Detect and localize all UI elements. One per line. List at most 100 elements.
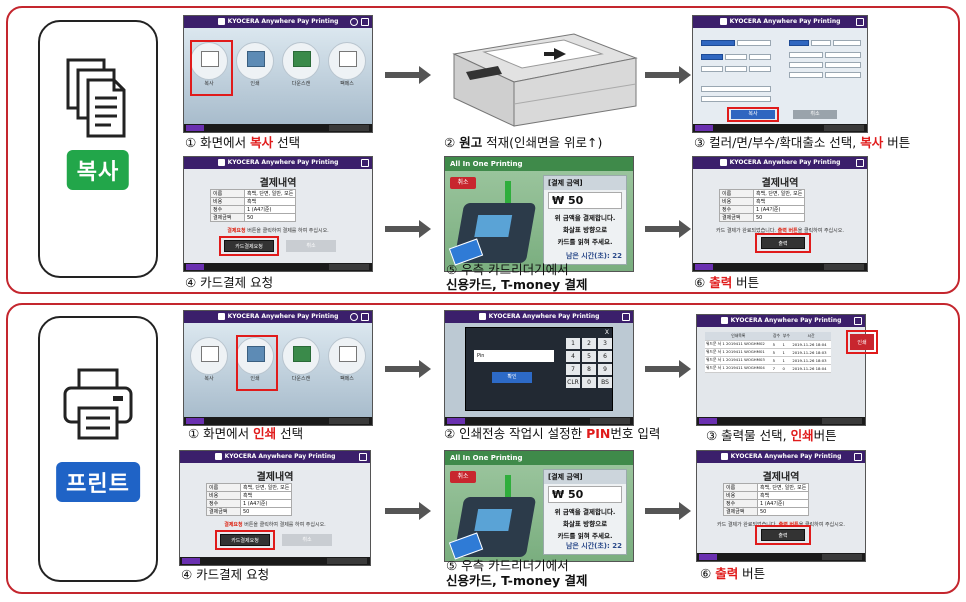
zoom-option[interactable] <box>789 62 823 68</box>
zoom-option[interactable] <box>789 40 809 46</box>
copy-step4-caption: ④ 카드결제 요청 <box>185 275 274 290</box>
app-scan-button[interactable]: 다운스캔 <box>282 337 320 382</box>
card-payment-request-button[interactable]: 카드결제요청 <box>224 240 274 252</box>
highlight-pay-button <box>215 530 275 550</box>
home-icon[interactable] <box>359 453 367 461</box>
payment-cancel-button[interactable]: 취소 <box>450 177 476 189</box>
app-print-button[interactable]: 인쇄 <box>236 337 274 382</box>
print-step3-caption: ③ 출력물 선택, 인쇄버튼 <box>706 428 837 443</box>
pin-key[interactable]: 6 <box>598 351 612 362</box>
receipt-cancel-button[interactable]: 취소 <box>286 240 336 252</box>
print-job-button[interactable]: 인쇄 <box>850 334 874 350</box>
payment-header: All In One Printing <box>445 451 633 465</box>
arrow-down-icon <box>505 181 511 205</box>
zoom-option[interactable] <box>825 62 861 68</box>
print-step2-screen: KYOCERA Anywhere Pay Printing Pin 확인 X 1… <box>444 310 634 426</box>
flow-arrow-icon <box>385 502 431 520</box>
copy-side-card: 복사 <box>38 20 158 278</box>
layout-option[interactable] <box>749 66 771 72</box>
home-icon[interactable] <box>854 317 862 325</box>
zoom-option[interactable] <box>825 72 861 78</box>
home-icon[interactable] <box>856 18 864 26</box>
zoom-option[interactable] <box>833 40 861 46</box>
layout-option[interactable] <box>725 66 747 72</box>
highlight-copy-button <box>727 107 779 122</box>
copy-step5-screen: All In One Printing 취소 [결제 금액] ₩ 50 위 금액… <box>444 156 634 272</box>
copy-step6-caption: ⑥ 출력 버튼 <box>694 275 760 290</box>
color-option[interactable] <box>701 40 735 46</box>
flow-arrow-icon <box>645 502 691 520</box>
duplex-option[interactable] <box>701 54 723 60</box>
pin-key[interactable]: 2 <box>582 338 596 349</box>
payment-cancel-button[interactable]: 취소 <box>450 471 476 483</box>
pin-key[interactable]: 4 <box>566 351 580 362</box>
simplex-option[interactable] <box>725 54 747 60</box>
receipt-note: 결제요청 버튼을 클릭하여 결제를 하여 주십시오. <box>227 228 329 234</box>
copy-cancel-button[interactable]: 취소 <box>793 110 837 119</box>
lock-icon[interactable] <box>350 313 358 321</box>
documents-icon <box>66 58 126 138</box>
home-icon[interactable] <box>622 313 630 321</box>
zoom-option[interactable] <box>825 52 861 58</box>
print-step5-screen: All In One Printing 취소 [결제 금액] ₩ 50 위 금액… <box>444 450 634 562</box>
layout-option[interactable] <box>701 66 723 72</box>
receipt-title: 결제내역 <box>259 178 297 189</box>
print-step2-caption: ② 인쇄전송 작업시 설정한 PIN번호 입력 <box>444 426 661 441</box>
app-fax-button[interactable]: 팩메스 <box>328 42 366 87</box>
pin-key[interactable]: 3 <box>598 338 612 349</box>
pin-ok-button[interactable]: 확인 <box>492 372 532 383</box>
flow-arrow-icon <box>385 360 431 378</box>
zoom-option[interactable] <box>789 52 823 58</box>
app-copy-button[interactable]: 복사 <box>190 42 228 87</box>
home-icon[interactable] <box>361 18 369 26</box>
home-icon[interactable] <box>856 159 864 167</box>
pin-input[interactable]: Pin <box>474 350 554 362</box>
output-print-button[interactable]: 출력 <box>761 237 805 249</box>
flow-arrow-icon <box>645 220 691 238</box>
highlight-pay-button <box>219 236 279 256</box>
card-payment-request-button[interactable]: 카드결제요청 <box>220 534 270 546</box>
highlight-print-button <box>846 330 878 354</box>
pin-key[interactable]: 8 <box>582 364 596 375</box>
home-icon[interactable] <box>361 313 369 321</box>
arrow-down-icon <box>505 475 511 499</box>
print-side-card: 프린트 <box>38 316 158 582</box>
pin-key[interactable]: 9 <box>598 364 612 375</box>
print-step5-caption: ⑤ 우측 카드리더기에서 신용카드, T-money 결제 <box>446 558 588 588</box>
app-print-button[interactable]: 인쇄 <box>236 42 274 87</box>
receipt-note: 결제요청 버튼을 클릭하여 결제를 하여 주십시오. <box>224 522 326 528</box>
app-fax-button[interactable]: 팩메스 <box>328 337 366 382</box>
copies-keypad[interactable] <box>701 96 771 102</box>
pin-key[interactable]: 5 <box>582 351 596 362</box>
home-icon[interactable] <box>854 453 862 461</box>
app-copy-button[interactable]: 복사 <box>190 337 228 382</box>
pin-key[interactable]: 1 <box>566 338 580 349</box>
copies-keypad[interactable] <box>701 86 771 92</box>
zoom-option[interactable] <box>789 72 823 78</box>
home-icon[interactable] <box>361 159 369 167</box>
receipt-title: 결제내역 <box>256 472 294 483</box>
printer-icon <box>63 368 133 440</box>
app-scan-button[interactable]: 다운스캔 <box>282 42 320 87</box>
copy-start-button[interactable]: 복사 <box>731 110 775 119</box>
copy-badge: 복사 <box>66 150 130 190</box>
pin-key[interactable]: 0 <box>582 377 596 388</box>
pin-close-icon[interactable]: X <box>604 329 609 336</box>
output-print-button[interactable]: 출력 <box>761 529 805 541</box>
pin-key[interactable]: 7 <box>566 364 580 375</box>
layout-option[interactable] <box>749 54 771 60</box>
pin-key[interactable]: CLR <box>566 377 580 388</box>
zoom-option[interactable] <box>811 40 831 46</box>
copy-step2-caption: ② 원고 적재(인쇄면을 위로↑) <box>444 135 603 150</box>
receipt-cancel-button[interactable]: 취소 <box>282 534 332 546</box>
mono-option[interactable] <box>737 40 771 46</box>
lock-icon[interactable] <box>350 18 358 26</box>
pin-key[interactable]: BS <box>598 377 612 388</box>
